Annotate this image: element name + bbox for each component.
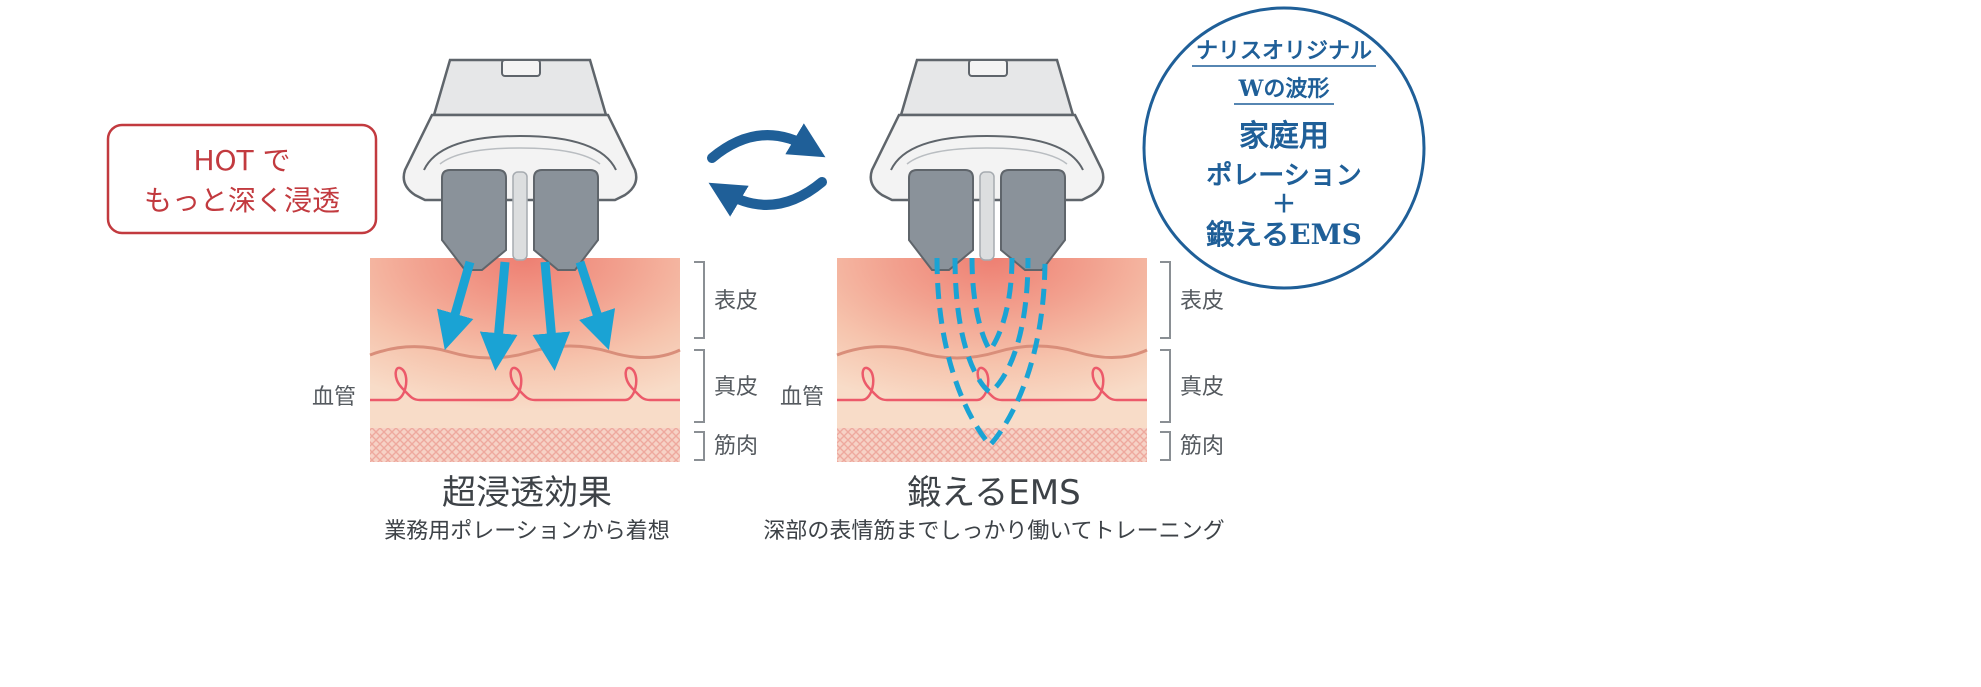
left-panel: 表皮 真皮 筋肉 血管 超浸透効果 業務用ポレーションから着想 bbox=[312, 58, 758, 544]
hot-badge: HOT で もっと深く浸透 bbox=[106, 123, 378, 235]
right-muscle-label: 筋肉 bbox=[1180, 434, 1224, 459]
right-blood-vessel bbox=[837, 366, 1147, 402]
left-layer-brackets bbox=[694, 261, 705, 461]
left-epidermis-label: 表皮 bbox=[714, 289, 758, 314]
ems-path-outer bbox=[934, 257, 1048, 449]
circle-line-original: ナリスオリジナル bbox=[1196, 38, 1372, 64]
right-epidermis-label: 表皮 bbox=[1180, 289, 1224, 314]
left-dermis-label: 真皮 bbox=[714, 375, 758, 400]
hot-badge-line2: もっと深く浸透 bbox=[144, 184, 340, 217]
arrow-1 bbox=[437, 260, 475, 351]
circle-line-poration: ポレーション bbox=[1206, 160, 1361, 191]
swap-arrows-icon bbox=[707, 123, 827, 217]
arrow-4 bbox=[575, 260, 616, 350]
right-skin-block bbox=[836, 258, 1148, 462]
ems-path-middle bbox=[952, 257, 1031, 395]
right-device bbox=[869, 58, 1105, 272]
feature-circle-badge: ナリスオリジナル Wの波形 家庭用 ポレーション ＋ 鍛えるEMS bbox=[1142, 6, 1426, 290]
left-vessel-label: 血管 bbox=[312, 385, 356, 410]
left-panel-subtitle: 業務用ポレーションから着想 bbox=[384, 519, 670, 544]
left-muscle-label: 筋肉 bbox=[714, 434, 758, 459]
arrow-2 bbox=[479, 261, 518, 371]
right-panel-subtitle: 深部の表情筋までしっかり働いてトレーニング bbox=[763, 519, 1224, 544]
left-panel-title: 超浸透効果 bbox=[442, 473, 612, 513]
right-ems-current-paths bbox=[934, 257, 1048, 449]
left-penetration-arrows bbox=[437, 260, 616, 371]
right-panel-title: 鍛えるEMS bbox=[907, 473, 1080, 513]
circle-line-ems: 鍛えるEMS bbox=[1206, 218, 1362, 251]
right-layer-brackets bbox=[1160, 261, 1171, 461]
circle-line-home-use: 家庭用 bbox=[1239, 119, 1329, 154]
left-device bbox=[402, 58, 638, 272]
circle-line-waveform: Wの波形 bbox=[1238, 76, 1330, 102]
arrow-3 bbox=[532, 261, 571, 371]
circle-plus: ＋ bbox=[1272, 189, 1296, 218]
hot-badge-line1: HOT で bbox=[193, 144, 290, 177]
right-dermis-label: 真皮 bbox=[1180, 375, 1224, 400]
left-blood-vessel bbox=[370, 366, 680, 402]
left-skin-block bbox=[369, 258, 681, 462]
right-vessel-label: 血管 bbox=[780, 385, 824, 410]
right-panel: 表皮 真皮 筋肉 血管 鍛えるEMS 深部の表情筋までしっかり働いてトレーニング bbox=[763, 58, 1225, 544]
